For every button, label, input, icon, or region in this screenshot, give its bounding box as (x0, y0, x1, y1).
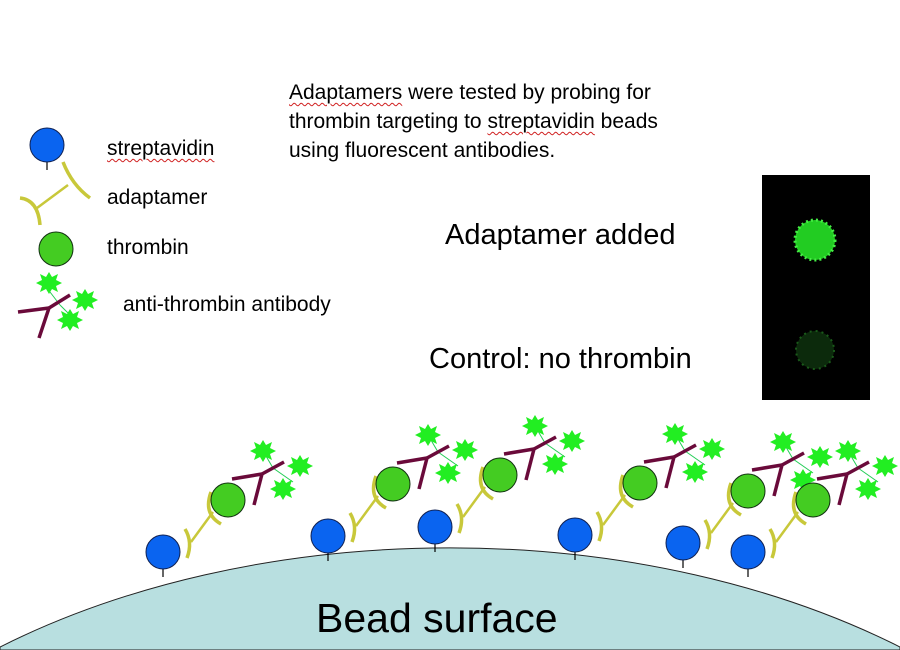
bead-surface (0, 547, 900, 650)
antibody-icon (17, 272, 98, 339)
legend-streptavidin-label: streptavidin (107, 137, 215, 160)
legend-antibody-label: anti-thrombin antibody (123, 293, 331, 316)
description-text: Adaptamers were tested by probing for th… (289, 78, 669, 165)
streptavidin-icon (29, 127, 65, 170)
control-label: Control: no thrombin (429, 343, 692, 375)
thrombin-icon (38, 231, 74, 267)
description-word2: streptavidin (487, 110, 595, 133)
description-word1: Adaptamers (289, 81, 403, 104)
description-part2: beads using fluorescent antibodies. (289, 110, 658, 162)
legend-thrombin-label: thrombin (107, 236, 189, 259)
bead-surface-label: Bead surface (316, 595, 558, 641)
description-part1: were tested by probing for thrombin targ… (289, 81, 651, 133)
bead-complex (311, 424, 478, 561)
bright-bead (795, 220, 835, 260)
fluorescence-image (762, 175, 870, 400)
adaptamer-icon (19, 161, 92, 226)
dim-bead (796, 331, 834, 369)
bead-complex (146, 440, 313, 577)
adaptamer-added-label: Adaptamer added (445, 219, 676, 251)
legend-adaptamer-label: adaptamer (107, 186, 208, 209)
